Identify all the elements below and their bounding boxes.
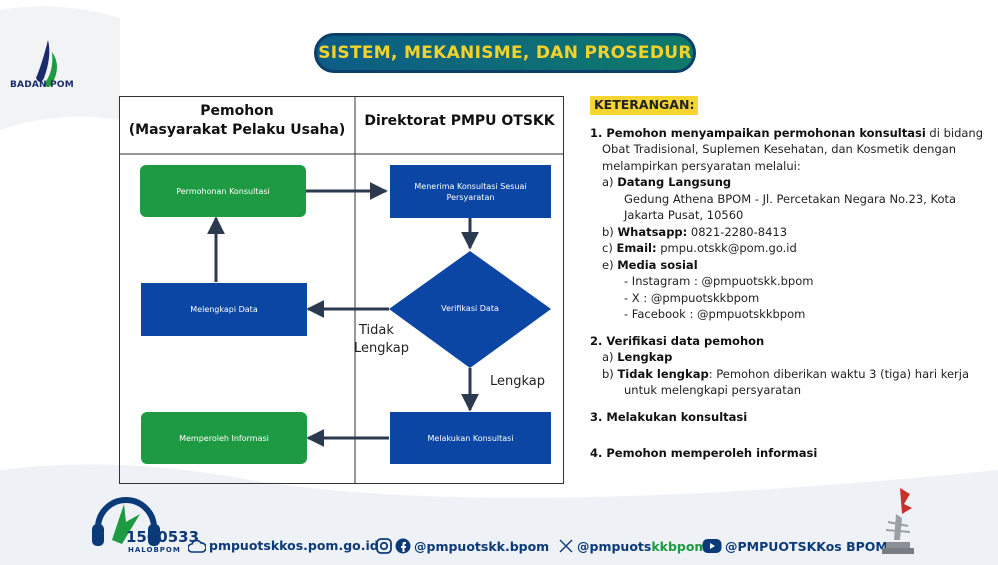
item1-e-instagram: - Instagram : @pmpuotskk.bpom (624, 274, 814, 288)
column-header-pemohon-line1: Pemohon (200, 103, 274, 119)
item2-b-rest1: : Pemohon diberikan waktu 3 (tiga) hari … (708, 366, 969, 381)
cloud-icon (188, 539, 206, 553)
flowchart-lines (119, 96, 564, 484)
footer-instagram-facebook[interactable]: @pmpuotskk.bpom (376, 538, 549, 554)
item1-rest3: melampirkan persyaratan melalui: (602, 158, 801, 173)
keterangan-panel: KETERANGAN: 1. Pemohon menyampaikan perm… (590, 96, 990, 462)
item1-e-prefix: e) (602, 257, 618, 272)
node-melakukan-konsultasi: Melakukan Konsultasi (390, 412, 551, 464)
edge-label-tidak-lengkap: Lengkap (354, 341, 410, 356)
item2-b-rest2: untuk melengkapi persyaratan (624, 383, 802, 397)
item1-b-prefix: b) (602, 224, 618, 239)
node-menerima-konsultasi: Menerima Konsultasi Sesuai Persyaratan (390, 165, 551, 218)
x-handle-part2: kkbpom (651, 538, 708, 554)
item2-b-prefix: b) (602, 366, 618, 381)
item1-e-label: Media sosial (617, 257, 698, 272)
x-handle-part1: @pmpuots (577, 538, 652, 554)
item1-b-value: 0821-2280-8413 (687, 224, 788, 239)
instagram-icon (376, 538, 392, 554)
footer-website[interactable]: pmpuotskkos.pom.go.id (188, 538, 379, 553)
keterangan-item-4: 4. Pemohon memperoleh informasi (590, 446, 818, 460)
edge-label-lengkap: Lengkap (490, 374, 546, 389)
keterangan-item-3: 3. Melakukan konsultasi (590, 409, 748, 424)
keterangan-item-1: 1. Pemohon menyampaikan permohonan konsu… (590, 125, 990, 323)
item1-b-label: Whatsapp: (617, 224, 688, 239)
item2-a-label: Lengkap (617, 350, 673, 364)
hotline-subtitle: HALOBPOM (128, 546, 181, 554)
item1-a-prefix: a) (602, 175, 618, 189)
item1-e-x: - X : @pmpuotskkbpom (624, 290, 760, 305)
node-verifikasi-data: Verifikasi Data (441, 304, 499, 313)
verifikasi-diamond (389, 251, 551, 368)
column-header-pemohon: Pemohon (Masyarakat Pelaku Usaha) (119, 102, 355, 140)
youtube-icon (702, 539, 722, 553)
column-header-pemohon-line2: (Masyarakat Pelaku Usaha) (128, 122, 346, 138)
youtube-handle: @PMPUOTSKKos BPOM (725, 538, 888, 554)
item1-c-prefix: c) (602, 241, 617, 255)
item2-lead: 2. Verifikasi data pemohon (590, 333, 765, 348)
x-icon (559, 539, 573, 553)
page-title: SISTEM, MEKANISME, DAN PROSEDUR (318, 43, 692, 63)
item1-c-value: pmpu.otskk@pom.go.id (656, 241, 797, 255)
badan-pom-logo (36, 40, 57, 87)
node-memperoleh-informasi: Memperoleh Informasi (141, 412, 307, 464)
item1-lead: 1. Pemohon menyampaikan permohonan konsu… (590, 125, 926, 140)
keterangan-item-2: 2. Verifikasi data pemohon a) Lengkap b)… (590, 333, 990, 399)
column-header-direktorat: Direktorat PMPU OTSKK (364, 113, 555, 129)
item1-a-line2: Jakarta Pusat, 10560 (624, 208, 744, 222)
flowchart: Pemohon (Masyarakat Pelaku Usaha) Direkt… (119, 96, 564, 484)
footer-youtube[interactable]: @PMPUOTSKKos BPOM (702, 538, 888, 554)
item1-a-line1: Gedung Athena BPOM - Jl. Percetakan Nega… (624, 191, 957, 206)
ig-fb-handle: @pmpuotskk.bpom (414, 538, 550, 554)
item2-b-label: Tidak lengkap (617, 366, 709, 381)
logo-text: BADAN POM (10, 80, 74, 90)
item1-rest2: Obat Tradisional, Suplemen Kesehatan, da… (602, 142, 957, 156)
item2-a-prefix: a) (602, 350, 618, 364)
item1-rest1: di bidang (925, 125, 984, 140)
keterangan-title: KETERANGAN: (590, 96, 699, 115)
website-text: pmpuotskkos.pom.go.id (209, 538, 379, 553)
edge-label-tidak: Tidak (359, 323, 394, 338)
hotline-logo (92, 497, 160, 546)
swimlane-border (119, 96, 564, 484)
item1-e-facebook: - Facebook : @pmpuotskkbpom (624, 307, 806, 321)
node-permohonan-konsultasi: Permohonan Konsultasi (140, 165, 306, 217)
facebook-icon (395, 538, 411, 554)
item1-c-label: Email: (616, 241, 657, 255)
title-banner: SISTEM, MEKANISME, DAN PROSEDUR (314, 33, 696, 73)
statue-decoration (882, 488, 914, 554)
hotline-number: 1500533 (126, 528, 200, 546)
item1-a-label: Datang Langsung (617, 175, 732, 189)
node-melengkapi-data: Melengkapi Data (141, 283, 307, 336)
